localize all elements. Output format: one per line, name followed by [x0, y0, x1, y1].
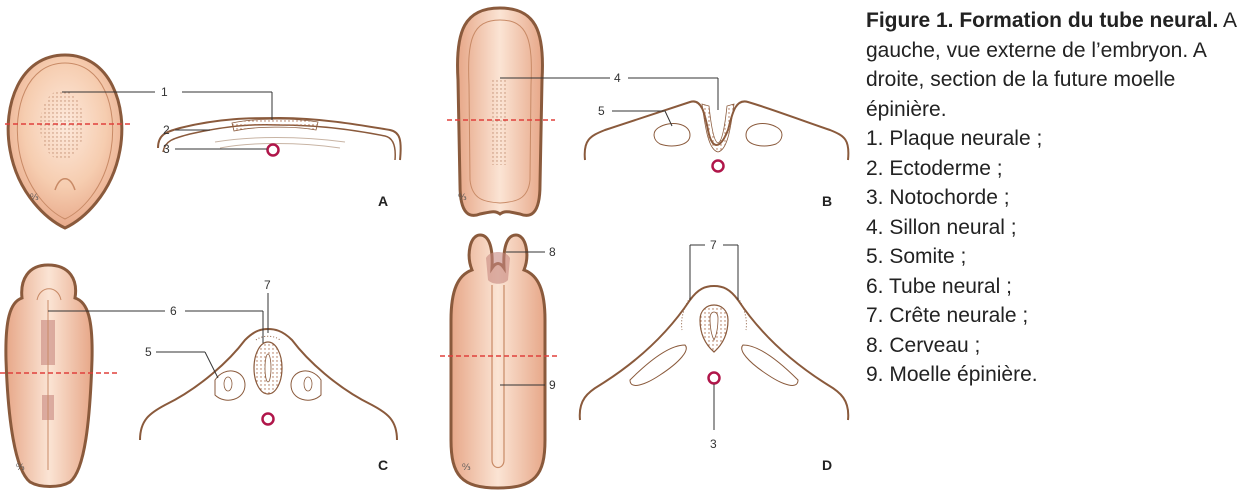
embryo-view-b: ↉	[447, 8, 555, 215]
label-3-a: 3	[163, 142, 170, 156]
label-5-c: 5	[145, 345, 152, 359]
panel-letter-c: C	[378, 457, 388, 473]
svg-text:↉: ↉	[16, 462, 25, 472]
label-9-d: 9	[549, 378, 556, 392]
legend-item: 4. Sillon neural ;	[866, 213, 1236, 243]
embryo-view-a: ↉	[5, 55, 132, 228]
panel-c: ↉ 6 7 5 C	[0, 265, 397, 487]
label-3-d: 3	[710, 437, 717, 451]
panel-d: ↉ 8 9 7 3 D	[440, 235, 848, 488]
section-c	[140, 329, 397, 440]
svg-text:↉: ↉	[30, 192, 39, 202]
panel-letter-d: D	[822, 457, 832, 473]
svg-text:↉: ↉	[458, 192, 467, 202]
caption-text: Figure 1. Formation du tube neural. A ga…	[866, 6, 1236, 124]
figure-caption: Figure 1. Formation du tube neural. A ga…	[866, 6, 1236, 390]
legend-item: 9. Moelle épinière.	[866, 360, 1236, 390]
label-4-b: 4	[614, 71, 621, 85]
notochord-b	[713, 161, 724, 172]
embryo-view-d: ↉	[440, 235, 560, 488]
neural-tube-diagram: ↉ 1 2 3 A ↉	[0, 0, 860, 499]
section-a	[158, 118, 401, 160]
label-2-a: 2	[163, 123, 170, 137]
legend-item: 6. Tube neural ;	[866, 272, 1236, 302]
legend-item: 2. Ectoderme ;	[866, 154, 1236, 184]
panel-letter-b: B	[822, 193, 832, 209]
legend-item: 5. Somite ;	[866, 242, 1236, 272]
label-1-a: 1	[161, 85, 168, 99]
notochord-c	[263, 414, 274, 425]
panel-b: ↉ 4 5 B	[447, 8, 848, 215]
legend-item: 7. Crête neurale ;	[866, 301, 1236, 331]
neural-plate	[40, 90, 84, 160]
embryo-view-c: ↉	[0, 265, 118, 487]
label-6-c: 6	[170, 304, 177, 318]
label-7-d: 7	[710, 238, 717, 252]
label-7-c: 7	[264, 278, 271, 292]
neural-groove-b	[492, 80, 508, 165]
panel-letter-a: A	[378, 193, 388, 209]
section-b	[585, 101, 849, 171]
legend-list: 1. Plaque neurale ; 2. Ectoderme ; 3. No…	[866, 124, 1236, 390]
notochord-d	[709, 373, 720, 384]
legend-item: 3. Notochorde ;	[866, 183, 1236, 213]
legend-item: 8. Cerveau ;	[866, 331, 1236, 361]
svg-text:↉: ↉	[462, 462, 471, 472]
caption-title: Figure 1. Formation du tube neural.	[866, 9, 1218, 32]
label-8-d: 8	[549, 245, 556, 259]
brain-d	[486, 252, 510, 284]
legend-item: 1. Plaque neurale ;	[866, 124, 1236, 154]
panel-a: ↉ 1 2 3 A	[5, 55, 401, 228]
label-5-b: 5	[598, 104, 605, 118]
notochord-a	[268, 145, 279, 156]
